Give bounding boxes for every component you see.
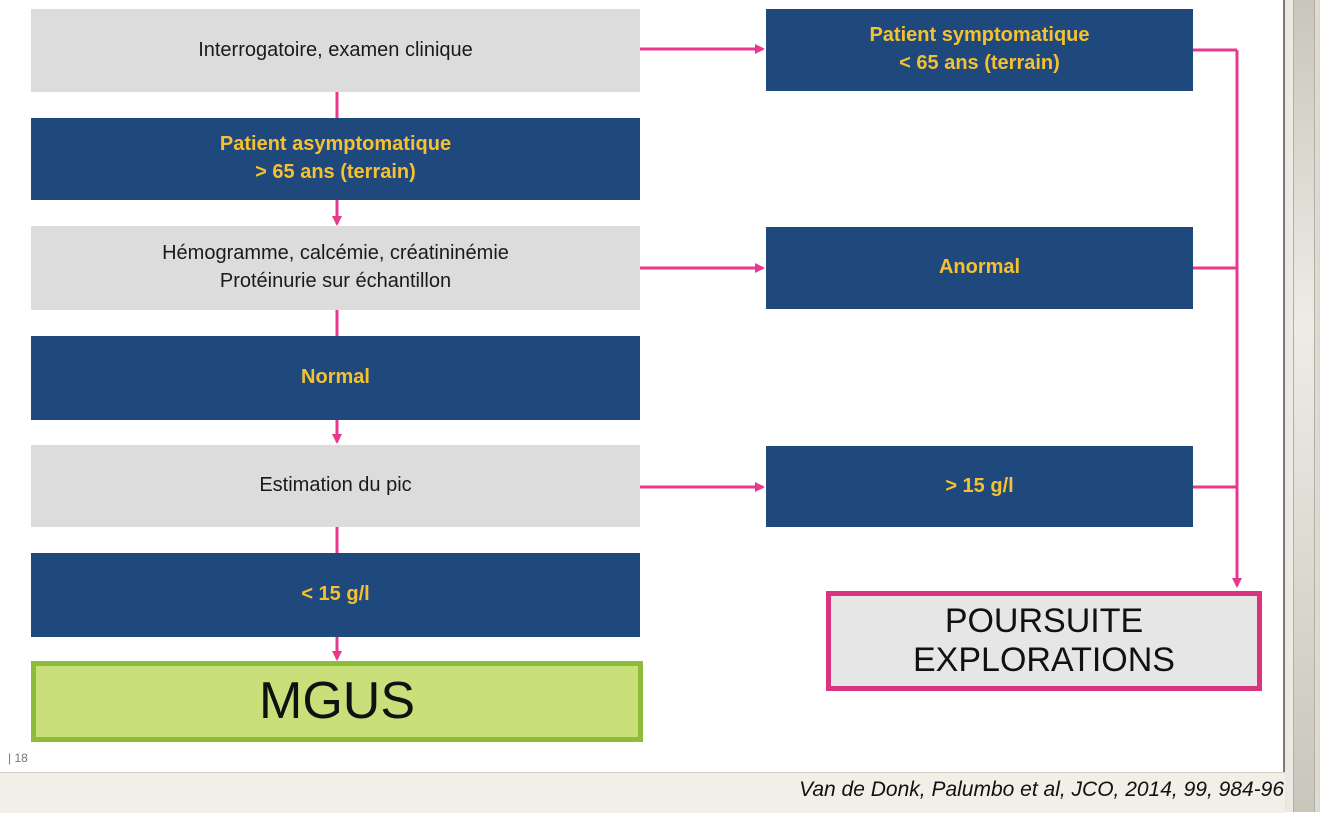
slide: Interrogatoire, examen clinique Patient …: [8, 0, 1285, 772]
box-hemogramme: Hémogramme, calcémie, créatininémie Prot…: [31, 226, 640, 310]
box-patient-asymptomatique: Patient asymptomatique > 65 ans (terrain…: [31, 118, 640, 200]
box-estimation-pic: Estimation du pic: [31, 445, 640, 527]
box-interrogatoire: Interrogatoire, examen clinique: [31, 9, 640, 92]
connector-lines: [332, 44, 1242, 661]
citation-text: Van de Donk, Palumbo et al, JCO, 2014, 9…: [799, 778, 1284, 801]
box-moins-15: < 15 g/l: [31, 553, 640, 637]
box-poursuite-explorations: POURSUITE EXPLORATIONS: [826, 591, 1262, 691]
window-scrollbar[interactable]: [1285, 0, 1320, 812]
box-plus-15: > 15 g/l: [766, 446, 1193, 527]
slide-number: | 18: [8, 751, 28, 765]
box-anormal: Anormal: [766, 227, 1193, 309]
box-normal: Normal: [31, 336, 640, 420]
box-patient-symptomatique: Patient symptomatique < 65 ans (terrain): [766, 9, 1193, 91]
notes-bar: [0, 772, 1285, 813]
box-mgus: MGUS: [31, 661, 643, 742]
scrollbar-track[interactable]: [1293, 0, 1315, 812]
